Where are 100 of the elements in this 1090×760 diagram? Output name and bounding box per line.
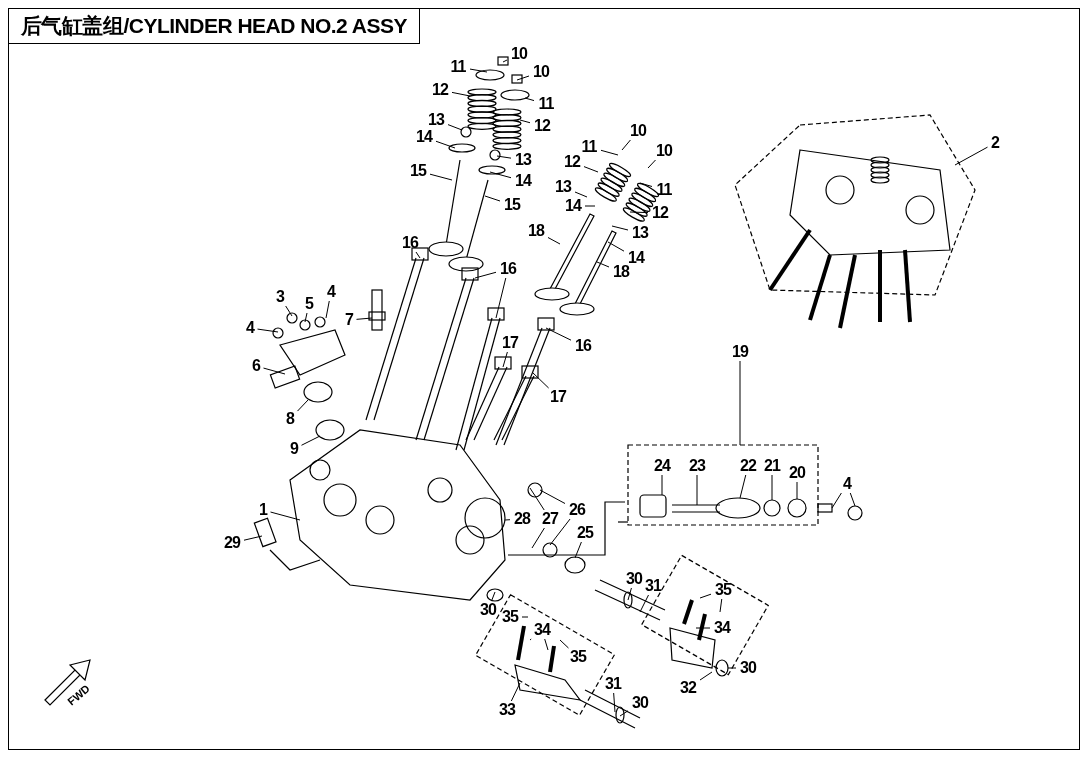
leader-line — [600, 149, 619, 156]
callout-number: 10 — [511, 46, 527, 62]
callout-number: 24 — [654, 458, 670, 474]
leader-line — [583, 166, 599, 173]
callout-number: 3 — [276, 289, 284, 305]
leader-line — [831, 492, 842, 509]
callout-number: 30 — [480, 602, 496, 618]
callout-number: 4 — [246, 320, 254, 336]
callout-number: 13 — [555, 179, 571, 195]
callout-number: 12 — [432, 82, 448, 98]
leader-line — [696, 474, 698, 506]
callout-number: 6 — [252, 358, 260, 374]
leader-line — [639, 182, 653, 187]
callout-number: 15 — [504, 197, 520, 213]
callout-number: 13 — [515, 152, 531, 168]
callout-number: 31 — [605, 676, 621, 692]
callout-number: 35 — [570, 649, 586, 665]
callout-number: 29 — [224, 535, 240, 551]
callout-number: 13 — [632, 225, 648, 241]
leader-line — [524, 97, 535, 102]
callout-number: 19 — [732, 344, 748, 360]
callout-number: 11 — [450, 59, 466, 75]
leader-line — [574, 541, 582, 559]
callout-number: 27 — [542, 511, 558, 527]
callout-number: 4 — [327, 284, 335, 300]
leader-line — [647, 159, 657, 169]
callout-number: 10 — [533, 64, 549, 80]
leader-line — [270, 511, 301, 521]
callout-number: 16 — [500, 261, 516, 277]
leader-line — [954, 146, 988, 166]
leader-line — [531, 527, 545, 549]
callout-number: 5 — [305, 296, 313, 312]
leader-line — [607, 241, 625, 252]
callout-number: 20 — [789, 465, 805, 481]
callout-number: 9 — [290, 441, 298, 457]
leader-line — [727, 667, 737, 669]
leader-line — [263, 367, 286, 375]
callout-number: 23 — [689, 458, 705, 474]
callout-number: 12 — [652, 205, 668, 221]
leader-line — [719, 598, 723, 613]
callout-number: 14 — [565, 198, 581, 214]
callout-number: 18 — [528, 223, 544, 239]
leader-line — [545, 327, 572, 341]
leader-line — [559, 639, 569, 649]
leader-line — [547, 237, 561, 245]
callout-number: 25 — [577, 525, 593, 541]
leader-line — [356, 317, 373, 320]
leader-line — [489, 171, 512, 179]
leader-line — [639, 594, 649, 613]
leader-line — [549, 518, 571, 546]
callout-number: 34 — [714, 620, 730, 636]
callout-number: 22 — [740, 458, 756, 474]
leader-line — [539, 489, 566, 504]
callout-number: 7 — [345, 312, 353, 328]
callout-number: 1 — [259, 502, 267, 518]
leader-line — [502, 59, 508, 63]
leader-line — [297, 399, 309, 412]
leader-line — [510, 682, 521, 702]
leader-line — [496, 155, 512, 159]
callout-number: 35 — [502, 609, 518, 625]
leader-line — [849, 492, 856, 507]
leader-line — [435, 140, 456, 149]
callout-number: 14 — [416, 129, 432, 145]
leader-line — [699, 593, 712, 599]
callout-number: 10 — [630, 123, 646, 139]
callout-number: 16 — [402, 235, 418, 251]
callout-number: 14 — [515, 173, 531, 189]
leader-line — [661, 474, 663, 496]
leader-line — [531, 371, 550, 389]
callout-number: 2 — [991, 135, 999, 151]
callout-number: 30 — [626, 571, 642, 587]
leader-line — [285, 305, 293, 317]
leader-line — [619, 710, 629, 717]
leader-line — [627, 587, 632, 601]
callout-number: 21 — [764, 458, 780, 474]
callout-number: 28 — [514, 511, 530, 527]
callout-number: 15 — [410, 163, 426, 179]
callout-number: 32 — [680, 680, 696, 696]
callout-number: 18 — [613, 264, 629, 280]
leader-line — [495, 277, 507, 319]
leader-line — [304, 312, 308, 323]
callout-number: 35 — [715, 582, 731, 598]
leader-line — [574, 191, 588, 198]
leader-line — [301, 435, 321, 446]
leader-line — [739, 360, 741, 446]
leader-line — [484, 195, 501, 202]
callout-number: 13 — [428, 112, 444, 128]
leader-line — [796, 481, 798, 500]
callout-number: 10 — [656, 143, 672, 159]
callout-number: 30 — [740, 660, 756, 676]
leader-line — [695, 627, 711, 629]
callout-number: 14 — [628, 250, 644, 266]
callout-number: 12 — [534, 118, 550, 134]
leader-line — [596, 261, 610, 268]
callout-number: 12 — [564, 154, 580, 170]
leader-line — [502, 351, 508, 368]
callout-number: 17 — [502, 335, 518, 351]
leader-line — [611, 225, 629, 231]
callout-number: 17 — [550, 389, 566, 405]
callout-number: 16 — [575, 338, 591, 354]
